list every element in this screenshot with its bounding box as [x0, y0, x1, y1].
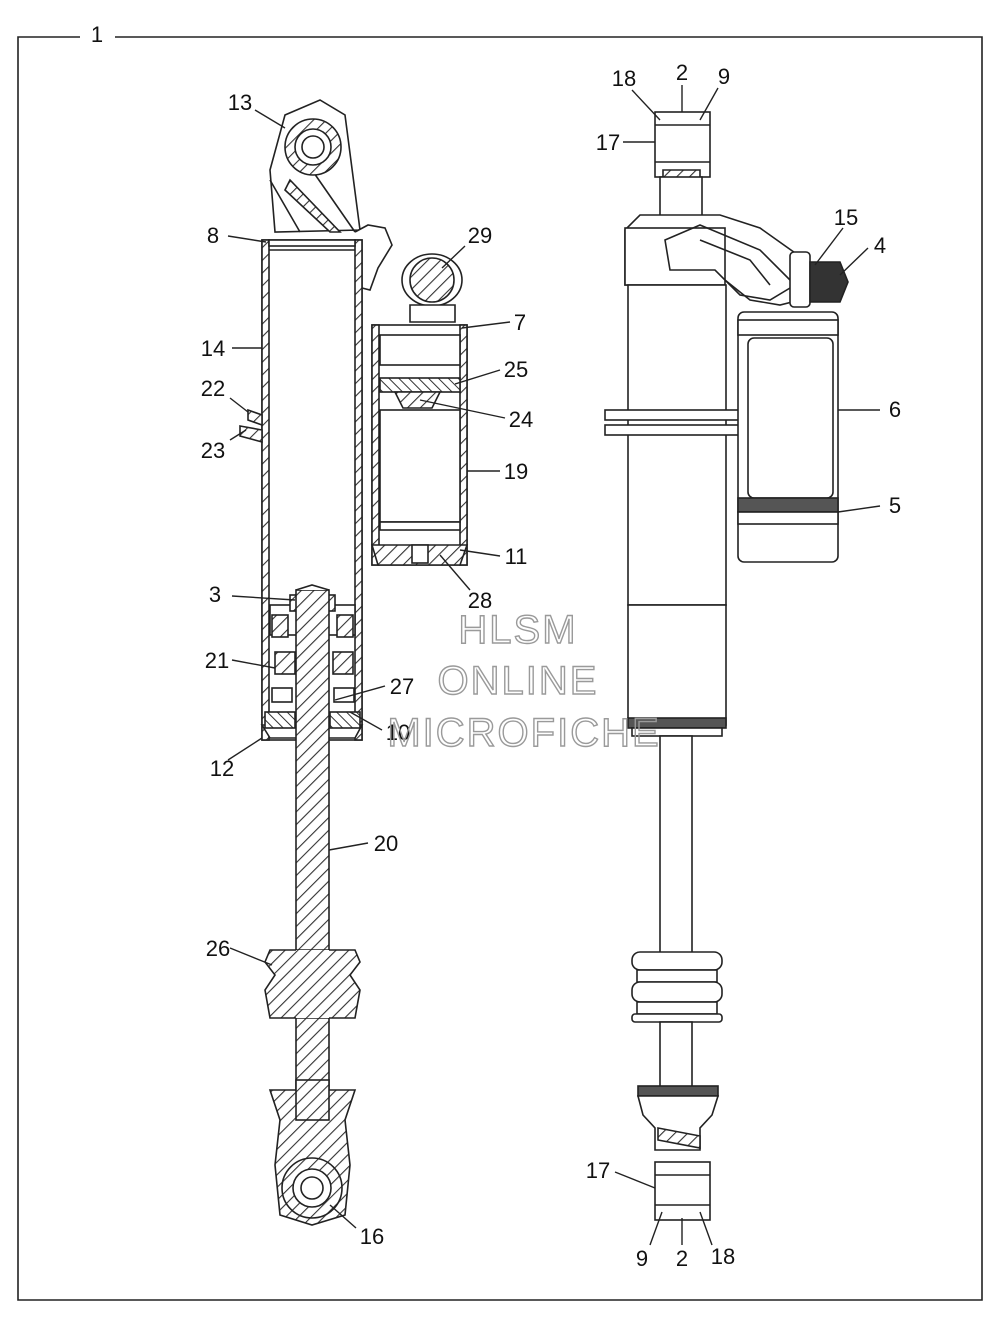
callout-28: 28 — [468, 588, 492, 613]
callout-18-top: 18 — [612, 66, 636, 91]
callout-11: 11 — [505, 544, 528, 569]
watermark-line-2: ONLINE — [438, 659, 599, 703]
callout-13: 13 — [228, 90, 252, 115]
callout-25: 25 — [504, 357, 528, 382]
callout-4: 4 — [874, 233, 886, 258]
callout-27: 27 — [390, 674, 414, 699]
callout-23: 23 — [201, 438, 225, 463]
callout-2-top: 2 — [676, 60, 688, 85]
callout-8: 8 — [207, 223, 219, 248]
callout-20: 20 — [374, 831, 398, 856]
callout-7: 7 — [514, 310, 526, 335]
callout-9-bottom: 9 — [636, 1246, 648, 1271]
callout-17-top: 17 — [596, 130, 620, 155]
callout-21: 21 — [205, 648, 229, 673]
callout-14: 14 — [201, 336, 225, 361]
section-view — [239, 99, 469, 1226]
callout-2-bottom: 2 — [676, 1246, 688, 1271]
watermark-line-1: HLSM — [458, 608, 577, 652]
callout-5: 5 — [889, 493, 901, 518]
callout-1: 1 — [91, 22, 103, 47]
callout-6: 6 — [889, 397, 901, 422]
callout-15: 15 — [834, 205, 858, 230]
watermark-line-3: MICROFICHE — [387, 711, 660, 755]
diagram-frame — [17, 36, 983, 1301]
callout-24: 24 — [509, 407, 533, 432]
callout-22: 22 — [201, 376, 225, 401]
callout-labels: 13 8 29 7 14 25 22 24 23 19 11 3 28 21 2… — [201, 60, 901, 1271]
callout-29: 29 — [468, 223, 492, 248]
callout-9-top: 9 — [718, 64, 730, 89]
callout-16: 16 — [360, 1224, 384, 1249]
callout-19: 19 — [504, 459, 528, 484]
watermark: HLSM ONLINE MICROFICHE — [387, 607, 660, 755]
callout-3: 3 — [209, 582, 221, 607]
leader-lines-left — [227, 109, 511, 1229]
callout-18-bottom: 18 — [711, 1244, 735, 1269]
external-view — [604, 111, 849, 1221]
callout-10: 10 — [386, 720, 410, 745]
callout-26: 26 — [206, 936, 230, 961]
leader-lines-right — [614, 85, 881, 1246]
callout-12: 12 — [210, 756, 234, 781]
callout-17-bottom: 17 — [586, 1158, 610, 1183]
